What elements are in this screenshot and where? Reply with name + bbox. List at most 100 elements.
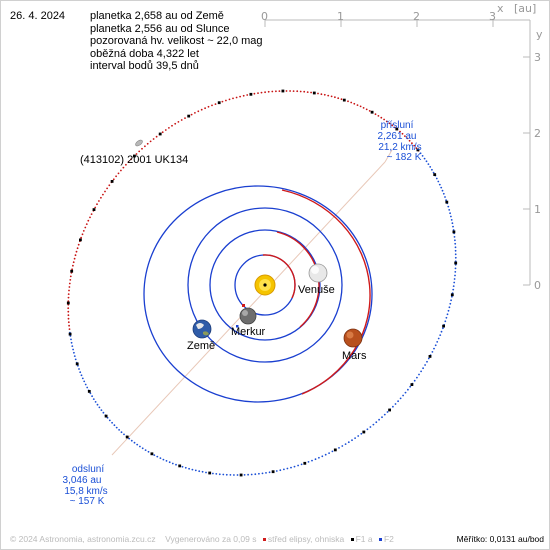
earth-clouds xyxy=(196,323,204,329)
orbit-dot xyxy=(68,282,71,285)
orbit-dot xyxy=(447,205,450,208)
orbit-dot xyxy=(434,344,437,347)
x-tick-label-3: 3 xyxy=(489,10,496,23)
orbit-dot xyxy=(404,391,407,394)
orbit-dot xyxy=(67,293,70,295)
orbit-dot xyxy=(67,314,70,317)
interval-marker xyxy=(217,101,221,105)
orbit-dot xyxy=(365,108,368,111)
orbit-dot xyxy=(300,463,303,466)
orbit-dot xyxy=(383,118,385,121)
orbit-dot xyxy=(331,450,334,453)
interval-marker xyxy=(281,89,285,93)
orbit-dot xyxy=(406,137,409,140)
info-block: planetka 2,658 au od Země planetka 2,556… xyxy=(90,10,263,73)
earth-label: Země xyxy=(187,340,215,352)
orbit-dot xyxy=(451,295,453,298)
orbit-dot xyxy=(258,472,260,475)
aphelion-distance: 3,046 au xyxy=(63,475,102,486)
interval-marker xyxy=(239,473,243,477)
orbit-dot xyxy=(297,464,299,467)
orbit-dot xyxy=(68,324,70,327)
orbit-dot xyxy=(445,199,447,202)
orbit-dot xyxy=(424,364,426,366)
orbit-dot xyxy=(102,411,105,414)
orbit-dot xyxy=(68,286,71,288)
orbit-dot xyxy=(113,424,116,427)
interval-marker xyxy=(428,355,432,358)
orbit-dot xyxy=(452,285,455,287)
orbit-dot xyxy=(337,97,340,100)
orbit-dot xyxy=(171,462,174,465)
orbit-dot xyxy=(69,335,72,337)
orbit-dot xyxy=(133,441,136,444)
orbit-dot xyxy=(212,472,214,475)
orbit-dot xyxy=(229,474,232,476)
orbit-dot xyxy=(181,465,184,468)
orbit-dot xyxy=(233,474,235,476)
orbit-dot xyxy=(94,206,97,209)
orbit-dot xyxy=(267,90,270,93)
orbit-dot xyxy=(81,377,84,380)
orbit-dot xyxy=(135,153,138,155)
orbit-dot xyxy=(138,150,141,153)
orbit-dot xyxy=(174,122,177,125)
orbit-dot xyxy=(74,254,77,257)
perihelion-title: přísluní xyxy=(381,120,414,131)
orbit-dot xyxy=(120,431,123,434)
orbit-dot xyxy=(330,95,333,98)
interval-marker xyxy=(450,293,454,297)
x-tick-label-1: 1 xyxy=(337,10,344,23)
legend-f1-swatch xyxy=(350,538,354,542)
sun xyxy=(254,274,276,296)
orbit-dot xyxy=(334,96,336,99)
footer-legend-f2: F2 xyxy=(383,534,394,544)
orbit-dot xyxy=(94,401,97,403)
orbit-dot xyxy=(83,380,86,383)
orbit-dot xyxy=(454,246,457,249)
orbit-dot xyxy=(247,473,250,476)
orbit-dot xyxy=(264,91,266,94)
orbit-dot xyxy=(130,439,133,442)
orbit-dot xyxy=(449,302,452,305)
orbit-dot xyxy=(136,443,139,446)
orbit-dot xyxy=(318,456,320,459)
interval-marker xyxy=(445,200,449,204)
orbit-dot xyxy=(407,388,409,391)
aphelion-label: odsluní 3,046 au 15,8 km/s ~ 157 K xyxy=(63,464,108,507)
interval-marker xyxy=(312,91,316,95)
orbit-dot xyxy=(409,385,412,388)
orbit-dot xyxy=(171,124,173,127)
orbit-dot xyxy=(80,374,83,377)
orbit-dot xyxy=(242,94,245,97)
orbit-dot xyxy=(292,90,295,92)
orbit-dot xyxy=(222,473,225,476)
orbit-dot xyxy=(69,279,72,281)
orbit-dot xyxy=(418,373,420,376)
orbit-dot xyxy=(347,441,350,444)
asteroid-orbit xyxy=(66,89,458,477)
interval-marker xyxy=(79,238,82,242)
orbit-dot xyxy=(423,157,426,160)
orbit-dot xyxy=(368,110,371,112)
interval-marker xyxy=(342,98,346,102)
orbit-dot xyxy=(98,406,101,409)
orbit-dot xyxy=(449,212,451,215)
orbit-dot xyxy=(408,139,411,142)
perihelion-temp: ~ 182 K xyxy=(387,152,422,163)
footer-copyright: © 2024 Astronomia, astronomia.zcu.cz xyxy=(10,534,156,544)
orbit-dot xyxy=(235,96,238,99)
scale-note: Měřítko: 0,0131 au/bod xyxy=(456,534,544,544)
orbit-dot xyxy=(454,239,456,242)
orbit-dot xyxy=(108,419,111,422)
orbit-dot xyxy=(194,112,196,114)
mars xyxy=(343,328,363,348)
orbit-dot xyxy=(115,426,118,429)
orbit-dot xyxy=(118,429,120,431)
earth-orbit xyxy=(187,207,343,363)
orbit-dot xyxy=(162,458,165,461)
orbit-dot xyxy=(144,449,147,451)
venus-orbit xyxy=(209,229,321,341)
orbit-dot xyxy=(190,113,193,116)
